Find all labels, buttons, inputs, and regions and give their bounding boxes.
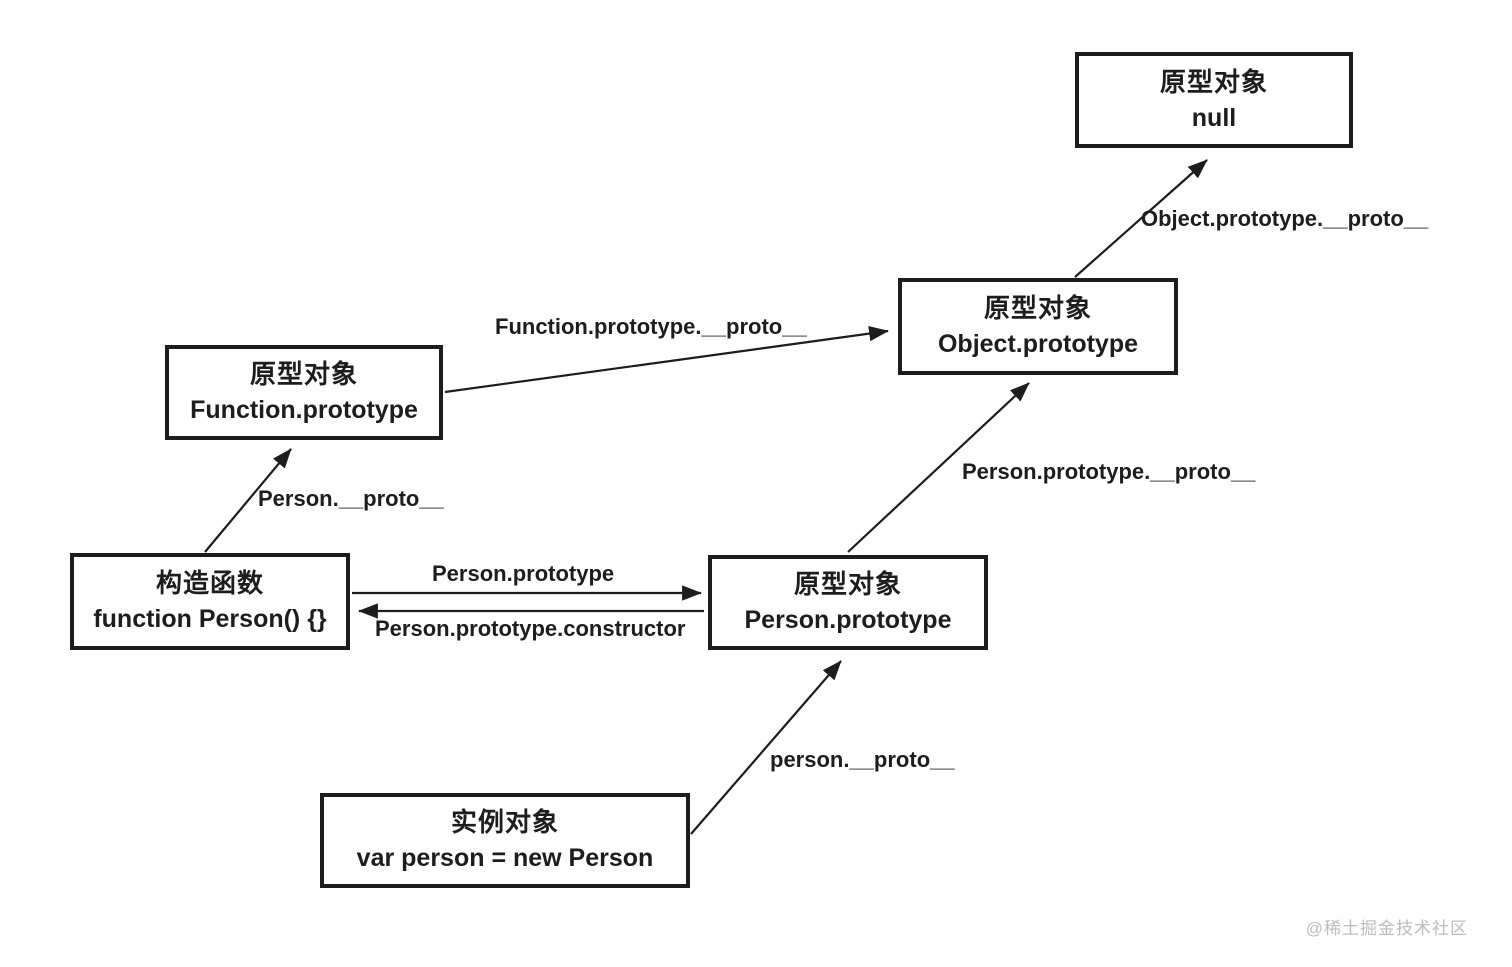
node-constructor-title: 构造函数 [155, 568, 264, 599]
node-person-prototype-subtitle: Person.prototype [744, 606, 952, 635]
edge-label-function-proto-to-object: Function.prototype.__proto__ [495, 314, 807, 339]
node-object-prototype-title: 原型对象 [983, 293, 1092, 324]
watermark: @稀土掘金技术社区 [1305, 919, 1468, 938]
node-instance-subtitle: var person = new Person [356, 844, 654, 873]
node-constructor-function: 构造函数 function Person() {} [70, 553, 350, 650]
node-function-prototype-title: 原型对象 [249, 359, 358, 390]
edge-label-person-to-function-proto: Person.__proto__ [258, 486, 444, 511]
edge-label-person-prototype: Person.prototype [432, 561, 615, 586]
edge-label-object-proto-to-null: Object.prototype.__proto__ [1141, 206, 1429, 231]
node-person-prototype-title: 原型对象 [793, 569, 902, 600]
node-constructor-subtitle: function Person() {} [93, 605, 327, 634]
edge-label-instance-to-person-proto: person.__proto__ [770, 747, 955, 772]
node-instance-object: 实例对象 var person = new Person [320, 793, 690, 888]
node-instance-title: 实例对象 [450, 807, 559, 838]
arrow-function-proto-to-object [444, 325, 889, 394]
node-null: 原型对象 null [1075, 52, 1353, 148]
node-object-prototype: 原型对象 Object.prototype [898, 278, 1178, 375]
node-person-prototype: 原型对象 Person.prototype [708, 555, 988, 650]
node-null-subtitle: null [1191, 103, 1237, 132]
node-function-prototype-subtitle: Function.prototype [190, 396, 418, 425]
node-object-prototype-subtitle: Object.prototype [937, 330, 1138, 359]
edge-label-person-proto-to-object: Person.prototype.__proto__ [962, 459, 1256, 484]
edge-label-person-prototype-constructor: Person.prototype.constructor [375, 616, 686, 641]
node-null-title: 原型对象 [1159, 66, 1268, 97]
node-function-prototype: 原型对象 Function.prototype [165, 345, 443, 440]
